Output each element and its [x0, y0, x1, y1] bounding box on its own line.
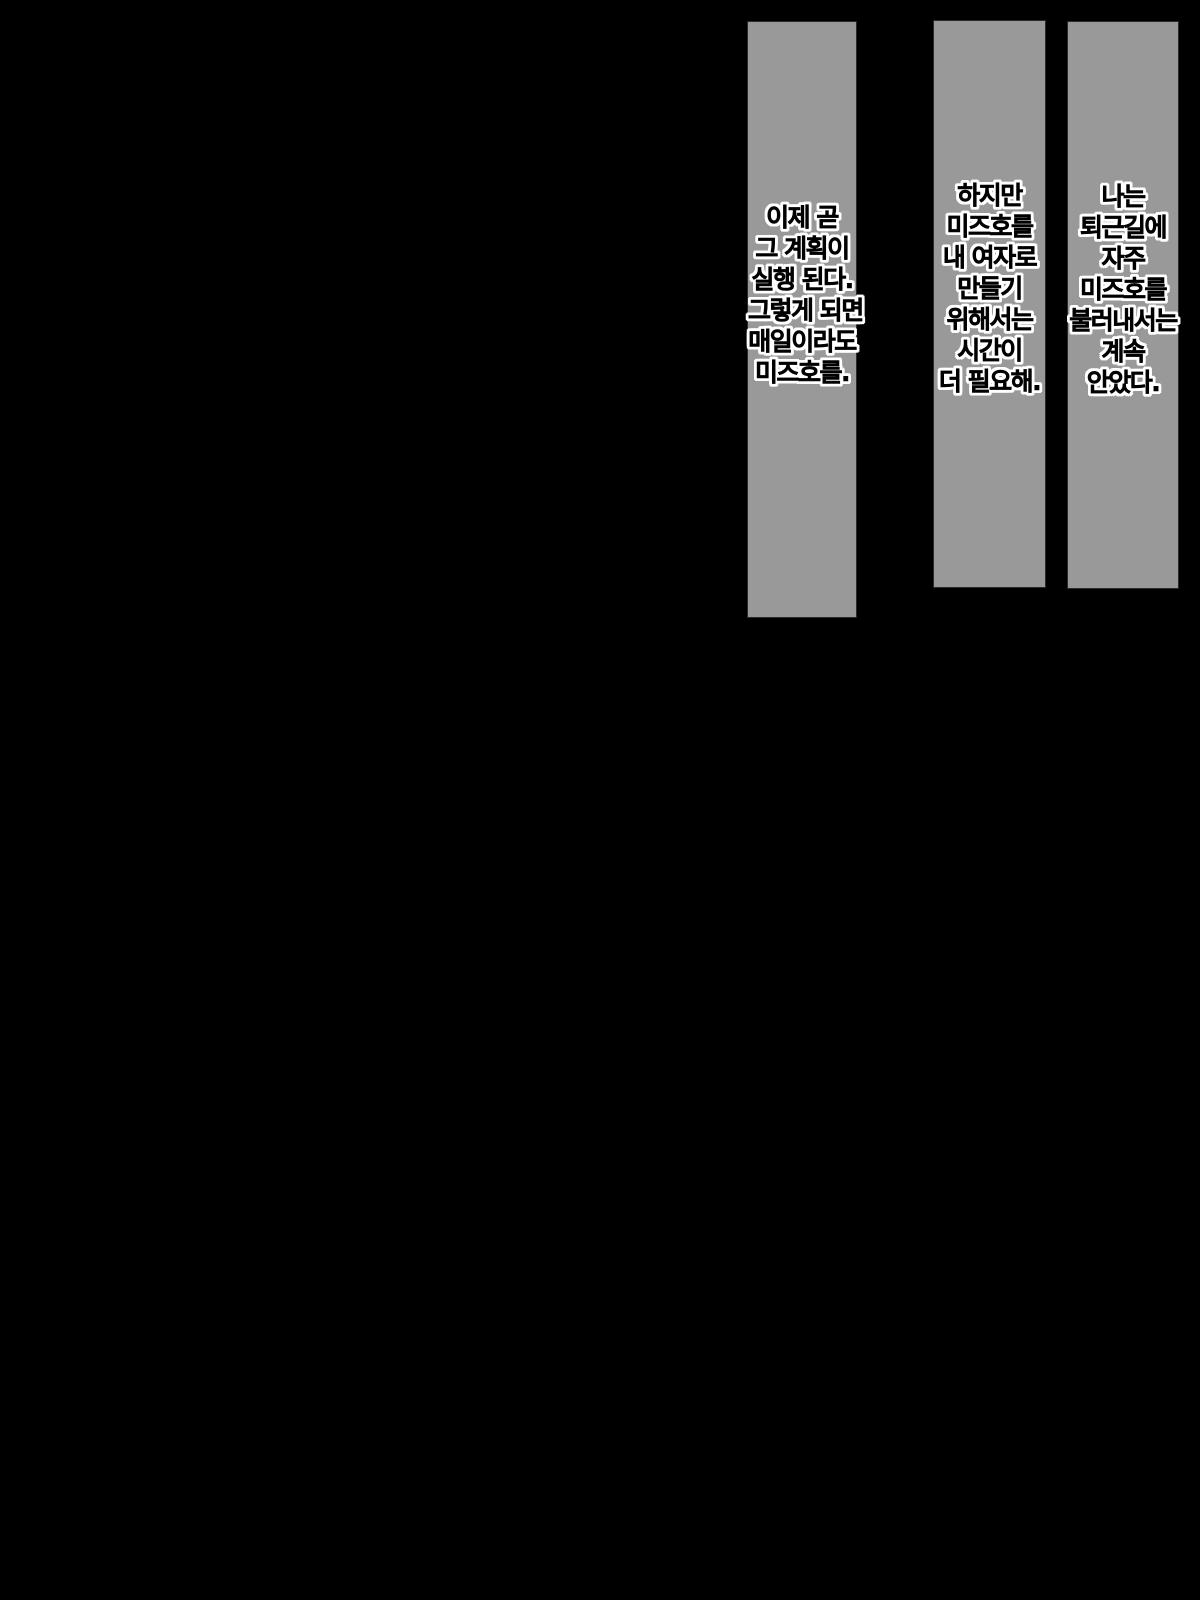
- caption-panel-1: 이제 곧 그 계획이 실행 된다. 그렇게 되면 매일이라도 미즈호를.: [747, 21, 865, 618]
- caption-line: 나는: [1101, 182, 1146, 212]
- caption-line: 불러내서는: [1069, 306, 1179, 336]
- caption-line: 미즈호를: [1079, 275, 1168, 305]
- caption-line: 퇴근길에: [1079, 213, 1168, 243]
- caption-line: 미즈호를: [946, 212, 1034, 242]
- caption-line: 더 필요해.: [938, 367, 1042, 397]
- caption-line: 계속: [1101, 337, 1146, 367]
- caption-line: 자주: [1101, 244, 1146, 274]
- caption-line: 시간이: [957, 336, 1024, 366]
- caption-line: 그렇게 되면: [748, 296, 865, 326]
- caption-line: 위해서는: [946, 305, 1034, 335]
- caption-line: 하지만: [957, 181, 1024, 211]
- caption-line: 안았다.: [1086, 368, 1162, 398]
- caption-line: 이제 곧: [766, 203, 840, 233]
- caption-text-3: 나는 퇴근길에 자주 미즈호를 불러내서는 계속 안았다.: [1068, 181, 1179, 398]
- caption-text-2: 하지만 미즈호를 내 여자로 만들기 위해서는 시간이 더 필요해.: [934, 180, 1045, 397]
- caption-line: 실행 된다.: [751, 265, 854, 295]
- caption-panel-2: 하지만 미즈호를 내 여자로 만들기 위해서는 시간이 더 필요해.: [933, 20, 1046, 588]
- caption-line: 그 계획이: [755, 234, 850, 264]
- caption-text-1: 이제 곧 그 계획이 실행 된다. 그렇게 되면 매일이라도 미즈호를.: [748, 202, 865, 388]
- caption-line: 매일이라도: [748, 327, 858, 357]
- caption-line: 만들기: [957, 274, 1024, 304]
- caption-line: 내 여자로: [942, 243, 1038, 273]
- caption-line: 미즈호를.: [755, 358, 851, 388]
- caption-panel-3: 나는 퇴근길에 자주 미즈호를 불러내서는 계속 안았다.: [1067, 21, 1179, 589]
